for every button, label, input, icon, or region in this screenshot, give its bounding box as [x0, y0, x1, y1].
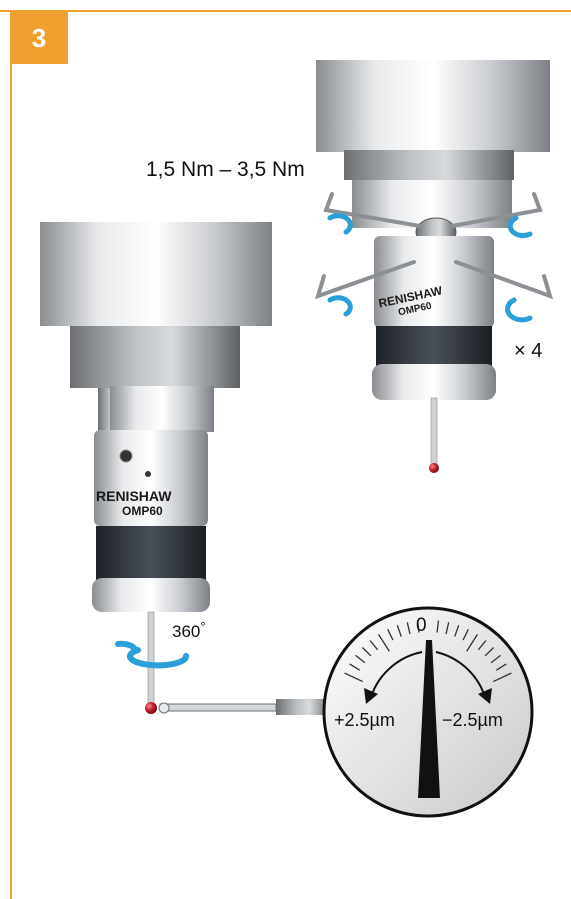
rotation-label: 360°	[172, 619, 206, 642]
dial-tick	[361, 647, 372, 657]
upper-spindle	[316, 60, 550, 152]
dial-tick	[490, 654, 501, 664]
dial-tick	[378, 634, 390, 652]
indicator-plunger	[159, 703, 277, 712]
lower-probe-model: OMP60	[122, 504, 163, 518]
dial-tick	[355, 654, 366, 664]
upper-spindle-collar	[344, 150, 514, 180]
dial-tick	[387, 629, 394, 641]
gauge-zero-label: 0	[416, 615, 427, 636]
dial-tick	[445, 622, 450, 635]
lower-spindle	[40, 222, 272, 326]
dial-tick	[484, 647, 495, 657]
dial-tick	[416, 620, 420, 633]
hex-keys	[314, 192, 554, 300]
frame-left-border	[10, 12, 12, 899]
degree-symbol: °	[200, 619, 206, 634]
dial-tick	[495, 663, 507, 671]
frame-top-border	[0, 0, 571, 12]
step-number-badge: 3	[10, 12, 68, 64]
upper-stylus	[430, 397, 438, 467]
dial-tick	[492, 672, 512, 683]
dial-tick	[466, 634, 478, 652]
dial-tick	[436, 620, 440, 633]
dial-arc-right	[435, 651, 485, 695]
torque-arrows	[327, 213, 533, 323]
lower-stylus-ball	[145, 702, 157, 714]
lower-probe-brand: RENISHAW	[96, 488, 172, 504]
rotation-value: 360	[172, 622, 201, 641]
dial-tick	[344, 672, 364, 683]
dial-tick	[406, 622, 411, 635]
dial-tick	[454, 625, 460, 637]
gauge-minus-label: −2.5µm	[442, 710, 503, 730]
dial-arrow-right	[478, 688, 492, 704]
dial-indicator	[158, 606, 534, 818]
dial-arrow-left	[364, 688, 378, 704]
dial-tick	[369, 640, 379, 651]
rotation-arrow	[115, 640, 189, 669]
lower-probe-screw-2	[145, 471, 151, 477]
lower-probe-assembly	[40, 222, 272, 714]
torque-range-label: 1,5 Nm – 3,5 Nm	[146, 158, 305, 181]
dial-needle	[418, 640, 440, 798]
dial-tick	[349, 663, 361, 671]
upper-probe-window	[376, 326, 492, 366]
lower-spindle-collar	[70, 326, 240, 388]
indicator-plunger-tip	[158, 702, 170, 714]
lower-probe-screw	[119, 449, 133, 463]
upper-probe-bottom	[372, 364, 496, 400]
indicator-stem	[276, 699, 332, 715]
upper-probe-body	[374, 236, 494, 328]
lower-stylus	[147, 611, 155, 707]
upper-probe-assembly	[314, 60, 554, 473]
dial-arc-left	[371, 651, 423, 695]
gauge-plus-label: +2.5µm	[334, 710, 395, 730]
multiplier-label: × 4	[514, 340, 543, 362]
upper-stylus-ball	[429, 463, 439, 473]
dial-tick	[396, 625, 402, 637]
lower-probe-window	[96, 526, 206, 580]
lower-shank	[110, 386, 214, 432]
dial-tick	[477, 640, 487, 651]
lower-probe-bottom	[92, 578, 210, 612]
dial-tick-marks	[344, 620, 512, 683]
dial-tick	[462, 629, 469, 641]
